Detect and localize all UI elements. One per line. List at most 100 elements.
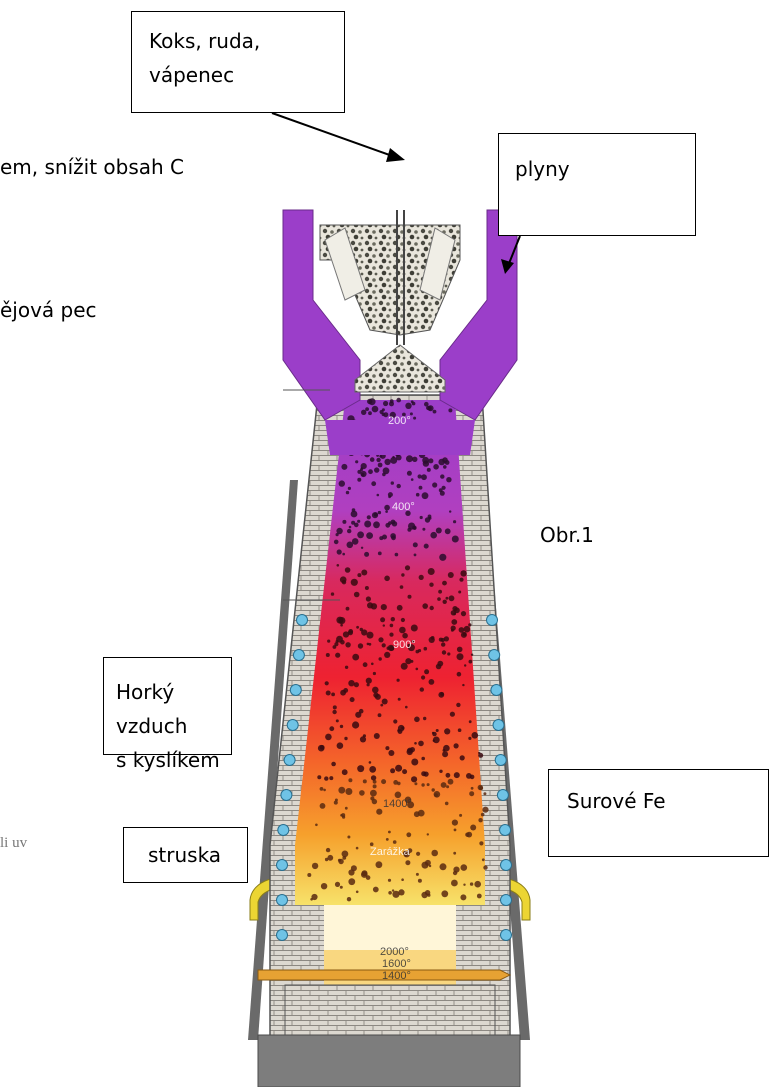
charge-particle xyxy=(483,792,486,795)
charge-particle xyxy=(470,882,473,885)
charge-particle xyxy=(345,567,351,573)
charge-particle xyxy=(418,741,424,747)
charge-particle xyxy=(342,520,346,524)
charge-particle xyxy=(419,486,423,490)
charge-particle xyxy=(333,705,337,709)
charge-particle xyxy=(396,455,402,461)
charge-particle xyxy=(361,410,366,415)
charge-particle xyxy=(388,831,391,834)
koks-arrow xyxy=(272,113,398,158)
charge-particle xyxy=(416,668,419,671)
charge-particle xyxy=(466,832,472,838)
charge-particle xyxy=(460,894,466,900)
charge-particle xyxy=(346,607,350,611)
charge-particle xyxy=(343,688,348,693)
charge-particle xyxy=(384,576,390,582)
charge-particle xyxy=(464,664,466,666)
charge-particle xyxy=(458,728,462,732)
charge-particle xyxy=(446,477,451,482)
charge-particle xyxy=(474,881,481,888)
charge-particle xyxy=(366,532,373,539)
charge-particle xyxy=(441,890,448,897)
charge-particle xyxy=(439,770,442,773)
charge-particle xyxy=(446,597,449,600)
charge-particle xyxy=(381,604,387,610)
tuyere-left xyxy=(277,860,288,871)
surove-fe-text: Surové Fe xyxy=(567,784,768,818)
tuyere-left xyxy=(297,615,308,626)
charge-particle xyxy=(385,746,389,750)
charge-particle xyxy=(326,848,330,852)
charge-particle xyxy=(418,879,422,883)
charge-particle xyxy=(364,521,371,528)
charge-particle xyxy=(412,402,416,406)
charge-particle xyxy=(342,553,345,556)
charge-particle xyxy=(462,684,464,686)
charge-particle xyxy=(389,633,393,637)
charge-particle xyxy=(380,704,383,707)
charge-particle xyxy=(413,542,418,547)
charge-particle xyxy=(342,580,346,584)
charge-particle xyxy=(439,638,443,642)
label-box-horky-vzduch: Horký vzduch s kyslíkem xyxy=(103,657,232,755)
charge-particle xyxy=(354,592,360,598)
charge-particle xyxy=(373,672,376,675)
charge-particle xyxy=(388,750,394,756)
charge-particle xyxy=(402,633,408,639)
koks-line1: Koks, ruda, xyxy=(149,24,344,58)
charge-particle xyxy=(420,516,423,519)
charge-particle xyxy=(388,495,391,498)
charge-particle xyxy=(363,779,367,783)
charge-particle xyxy=(365,586,369,590)
charge-particle xyxy=(348,630,353,635)
charge-particle xyxy=(315,824,318,827)
label-box-struska: struska xyxy=(123,827,248,883)
charge-particle xyxy=(463,632,467,636)
charge-particle xyxy=(414,742,417,745)
charge-particle xyxy=(375,694,381,700)
charge-particle xyxy=(337,549,342,554)
charge-particle xyxy=(347,897,351,901)
charge-particle xyxy=(432,482,437,487)
charge-particle xyxy=(429,637,435,643)
charge-particle xyxy=(427,783,430,786)
temp-label-1400-upper: 1400° xyxy=(383,798,412,810)
charge-particle xyxy=(434,791,441,798)
charge-particle xyxy=(443,600,447,604)
charge-particle xyxy=(381,779,386,784)
charge-particle xyxy=(468,737,471,740)
charge-particle xyxy=(400,585,404,589)
charge-particle xyxy=(391,617,395,621)
charge-particle xyxy=(367,632,374,639)
charge-particle xyxy=(401,878,404,881)
charge-particle xyxy=(410,660,413,663)
charge-particle xyxy=(345,666,348,669)
label-box-koks: Koks, ruda, vápenec xyxy=(131,11,345,113)
charge-particle xyxy=(378,511,381,514)
charge-particle xyxy=(388,891,392,895)
charge-particle xyxy=(365,407,369,411)
charge-particle xyxy=(421,675,425,679)
charge-particle xyxy=(373,887,379,893)
charge-particle xyxy=(390,533,396,539)
charge-particle xyxy=(312,863,318,869)
charge-particle xyxy=(360,471,366,477)
charge-particle xyxy=(398,698,401,701)
charge-particle xyxy=(447,652,450,655)
charge-particle xyxy=(461,611,466,616)
charge-particle xyxy=(414,554,417,557)
tuyere-left xyxy=(281,790,292,801)
temp-label-2000: 2000° xyxy=(380,946,409,958)
charge-particle xyxy=(369,761,372,764)
charge-particle xyxy=(366,678,372,684)
charge-particle xyxy=(423,717,426,720)
charge-particle xyxy=(369,643,372,646)
charge-particle xyxy=(372,687,379,694)
charge-particle xyxy=(440,474,444,478)
charge-particle xyxy=(382,535,387,540)
charge-particle xyxy=(342,769,348,775)
charge-particle xyxy=(436,528,442,534)
charge-particle xyxy=(479,841,483,845)
charge-particle xyxy=(432,788,435,791)
